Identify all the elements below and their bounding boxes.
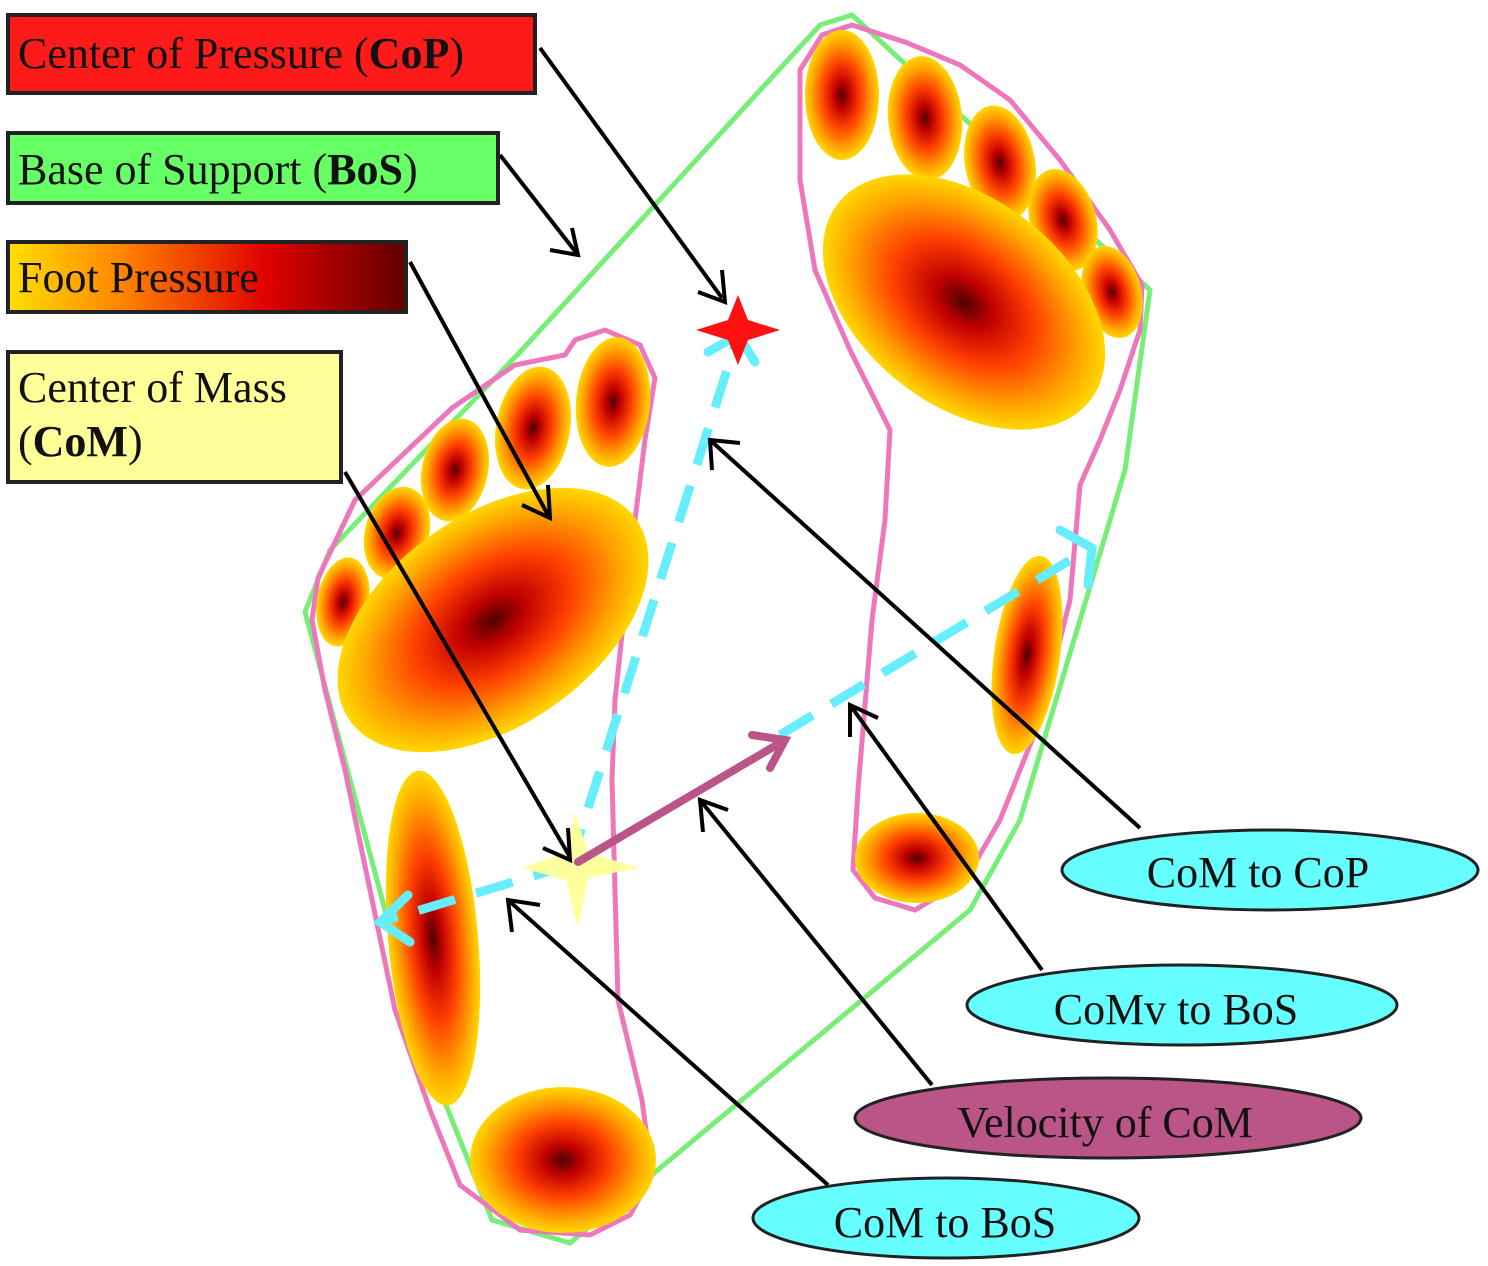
pressure-zone — [420, 418, 490, 522]
arrowhead — [505, 897, 541, 933]
com-star — [522, 812, 638, 928]
legend-bos-end: ) — [403, 145, 418, 194]
legend-bos-label: Base of Support ( — [18, 145, 327, 194]
legend-bos: Base of Support (BoS) — [6, 131, 500, 205]
legend-foot-pressure: Foot Pressure — [6, 240, 408, 314]
arrowhead — [707, 437, 741, 471]
com-to-bos-vector — [378, 860, 572, 927]
legend-com: Center of Mass (CoM) — [6, 350, 343, 484]
legend-com-abbr: CoM — [33, 417, 128, 466]
velocity-line — [574, 736, 789, 866]
legend-bos-box — [6, 131, 500, 205]
legend-foot-pressure-box — [6, 240, 408, 314]
legend-cop-box — [6, 13, 537, 95]
callout-comv-to-bos-label: CoMv to BoS — [1054, 985, 1299, 1034]
pointer-com — [343, 470, 572, 859]
pressure-zone — [887, 56, 963, 180]
left-foot — [309, 327, 658, 1238]
legend-com-box — [6, 350, 343, 484]
svg-text:Center of Pressure (CoP): Center of Pressure (CoP) — [18, 29, 464, 78]
pressure-zone — [385, 770, 481, 1106]
svg-text:(CoM): (CoM) — [18, 417, 143, 466]
pointer-velocity — [698, 798, 934, 1087]
pressure-zone — [337, 487, 649, 753]
pointer-com-to-bos — [506, 898, 830, 1187]
pointer-comv-to-bos — [848, 703, 1044, 972]
pointer-com-to-cop — [708, 438, 1142, 830]
arrowhead — [521, 484, 553, 522]
pressure-zone — [805, 30, 879, 160]
callout-com-to-bos: CoM to BoS — [751, 1176, 1141, 1260]
center-of-mass-marker — [522, 812, 638, 928]
pressure-zone — [495, 366, 571, 490]
arrowhead — [848, 701, 879, 737]
arrowhead — [542, 827, 573, 864]
arrowhead — [372, 890, 415, 947]
arrowhead — [1055, 525, 1097, 590]
center-of-pressure-marker — [696, 295, 780, 365]
callout-com-to-bos-label: CoM to BoS — [834, 1198, 1057, 1247]
svg-text:Base of Support (BoS): Base of Support (BoS) — [18, 145, 418, 194]
legend-bos-abbr: BoS — [327, 145, 403, 194]
callout-velocity-oval — [853, 1076, 1363, 1160]
legend-foot-pressure-label: Foot Pressure — [18, 253, 259, 302]
pressure-zone — [575, 337, 651, 467]
arrowhead — [697, 269, 728, 305]
legend-com-line1: Center of Mass — [18, 363, 287, 412]
arrowhead — [549, 227, 581, 258]
callout-com-to-cop-oval — [1060, 828, 1480, 912]
pressure-zone — [855, 813, 979, 903]
callout-comv-to-bos-oval — [965, 963, 1399, 1047]
legend-com-open: ( — [18, 417, 33, 466]
pressure-zone — [822, 174, 1106, 430]
callout-velocity-of-com: Velocity of CoM — [853, 1076, 1363, 1160]
callout-velocity-label: Velocity of CoM — [957, 1098, 1253, 1147]
velocity-vector — [574, 731, 792, 866]
base-of-support-outline — [302, 12, 1153, 1246]
velocity-arrowhead — [748, 731, 792, 772]
legend-cop-label: Center of Pressure ( — [18, 29, 369, 78]
pointer-bos — [498, 153, 580, 257]
callout-comv-to-bos: CoMv to BoS — [965, 963, 1399, 1047]
pointer-foot-pressure — [408, 261, 550, 516]
legend-com-close: ) — [128, 417, 143, 466]
pointer-cop — [538, 46, 724, 300]
callout-com-to-cop: CoM to CoP — [1060, 828, 1480, 912]
callout-com-to-cop-label: CoM to CoP — [1147, 848, 1370, 897]
pressure-zone — [991, 555, 1063, 755]
legend-cop: Center of Pressure (CoP) — [6, 13, 537, 95]
callout-com-to-bos-oval — [751, 1176, 1141, 1260]
right-foot — [797, 22, 1145, 913]
pressure-zone — [470, 1087, 656, 1233]
pointer-arrows — [343, 46, 1142, 1187]
com-to-cop-vector — [565, 333, 743, 867]
pressure-zone — [964, 105, 1036, 221]
legend-cop-end: ) — [449, 29, 464, 78]
arrowhead — [697, 797, 729, 833]
legend-cop-abbr: CoP — [369, 29, 450, 78]
